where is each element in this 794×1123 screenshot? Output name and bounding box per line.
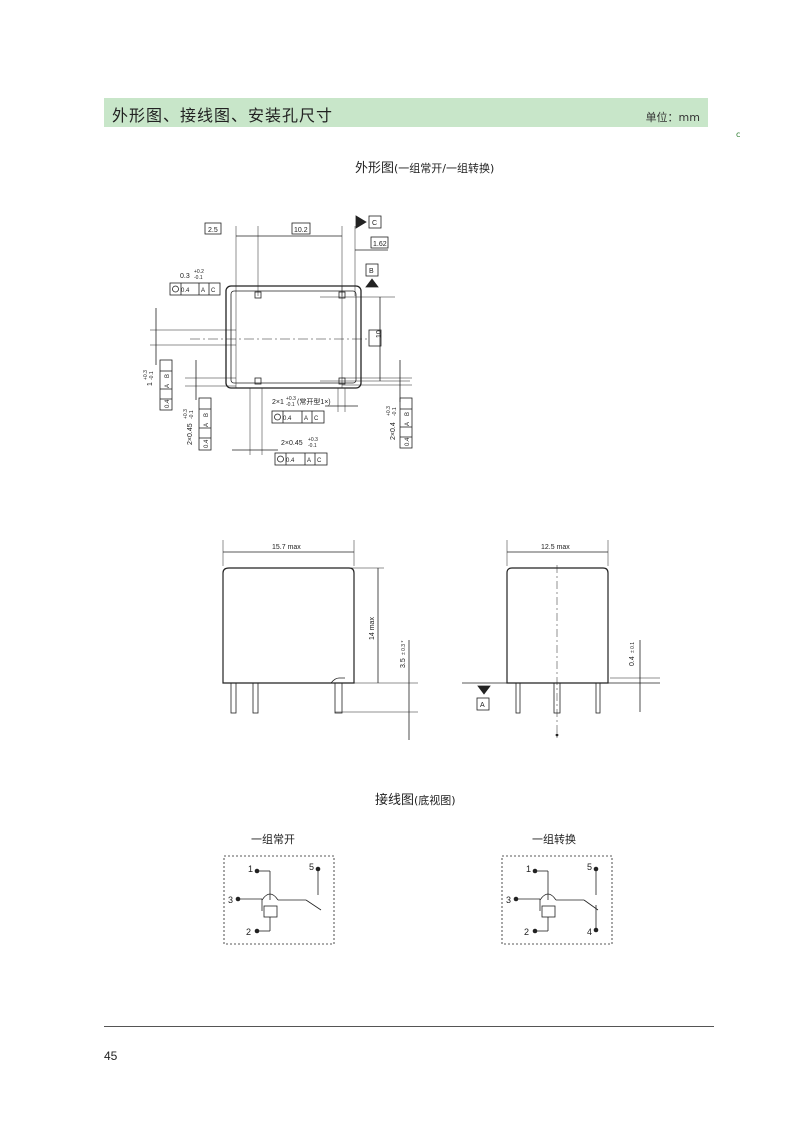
top-view-drawing <box>150 215 413 466</box>
left-dim-2-dn: -0.1 <box>189 410 195 419</box>
right-dim-up: +0.3 <box>386 406 392 416</box>
right-dim-dn: -0.1 <box>392 407 398 416</box>
top-view-labels: 2.5 10.2 1.62 C B 10 0.3 +0.2 -0.1 0.4 A… <box>143 220 411 464</box>
bottom-dim-1: 2×1 <box>272 399 284 406</box>
fcf-ref-b-6: B <box>405 412 411 416</box>
datum-a: A <box>480 702 485 709</box>
front-pin-len-tol: ± 0.3 * <box>401 641 407 655</box>
fcf-ref-a-5: A <box>204 423 210 427</box>
fcf-ref-a-2: A <box>304 416 308 422</box>
wiring-right-title: 一组转换 <box>532 833 576 846</box>
right-pin-2: 2 <box>524 927 529 937</box>
dim-1-62: 1.62 <box>373 241 387 248</box>
outline-caption: 外形图(一组常开/一组转换) <box>355 157 494 176</box>
right-pin-3: 3 <box>506 895 511 905</box>
left-pin-3: 3 <box>228 895 233 905</box>
unit-label: 单位：mm <box>645 111 700 124</box>
bottom-dim-1-up: +0.3 <box>286 396 296 402</box>
left-dim-1: 1 <box>147 382 154 386</box>
section-title: 外形图、接线图、安装孔尺寸 <box>112 106 334 125</box>
right-dim: 2×0.4 <box>390 422 397 440</box>
wiring-diagram-normally-open <box>223 855 335 945</box>
side-width: 12.5 max <box>541 544 570 551</box>
bottom-dim-2-up: +0.3 <box>308 437 318 443</box>
fcf-ref-b-5: B <box>204 413 210 417</box>
fcf-value-1: 0.4 <box>181 288 190 294</box>
left-pin-5: 5 <box>309 862 314 872</box>
front-view-drawing <box>222 540 418 740</box>
page-number: 45 <box>104 1049 118 1063</box>
dim-2-5: 2.5 <box>208 227 218 234</box>
fcf-ref-c-3: C <box>317 458 322 464</box>
side-pin-dim-tol: ± 0.1 <box>630 642 636 653</box>
fcf-value-5: 0.4 <box>204 439 210 448</box>
section-header-bar: 外形图、接线图、安装孔尺寸 单位：mm <box>104 98 708 127</box>
fcf-value-3: 0.4 <box>286 458 295 464</box>
wiring-diagram-changeover <box>501 855 613 945</box>
hole-tol-dn: -0.1 <box>194 275 203 281</box>
fcf-ref-b-4: B <box>165 374 171 378</box>
footer-divider <box>104 1026 714 1027</box>
fcf-value-6: 0.4 <box>405 437 411 446</box>
fcf-ref-a-3: A <box>307 458 311 464</box>
bottom-dim-2-dn: -0.1 <box>308 443 317 449</box>
side-view-labels: 12.5 max 0.4 ± 0.1 A <box>480 544 636 709</box>
right-pin-1: 1 <box>526 864 531 874</box>
left-dim-1-up: +0.3 <box>143 370 149 380</box>
datum-b: B <box>369 268 374 275</box>
fcf-ref-a-1: A <box>201 288 205 294</box>
side-view-drawing <box>462 540 660 740</box>
bottom-dim-2: 2×0.45 <box>281 440 303 447</box>
left-dim-1-dn: -0.1 <box>149 371 155 380</box>
wiring-left-title: 一组常开 <box>251 833 295 846</box>
right-pin-4: 4 <box>587 927 592 937</box>
fcf-ref-a-4: A <box>165 384 171 388</box>
fcf-value-4: 0.4 <box>165 399 171 408</box>
fcf-value-2: 0.4 <box>283 416 292 422</box>
front-width: 15.7 max <box>272 544 301 551</box>
bottom-dim-1-note: (常开型1×) <box>297 397 331 406</box>
outline-caption-main: 外形图 <box>355 161 395 176</box>
wiring-caption: 接线图(底视图) <box>375 789 456 808</box>
wiring-caption-main: 接线图 <box>375 793 415 808</box>
fcf-ref-c-1: C <box>211 288 216 294</box>
front-height: 14 max <box>369 617 376 640</box>
datum-c: C <box>372 220 377 227</box>
wiring-caption-sub: (底视图) <box>414 794 456 807</box>
side-pin-dim: 0.4 <box>629 656 636 666</box>
front-pin-len: 3.5 <box>400 658 407 668</box>
left-dim-2: 2×0.45 <box>187 423 194 445</box>
fcf-ref-c-2: C <box>314 416 319 422</box>
front-view-labels: 15.7 max 14 max 3.5 ± 0.3 * <box>272 544 407 668</box>
left-pin-2: 2 <box>246 927 251 937</box>
dim-10-2: 10.2 <box>294 227 308 234</box>
wiring-pin-labels: 1 2 3 5 1 2 3 4 5 <box>228 862 592 937</box>
outline-caption-sub: (一组常开/一组转换) <box>394 162 495 175</box>
right-pin-5: 5 <box>587 862 592 872</box>
bottom-dim-1-dn: -0.1 <box>286 402 295 408</box>
corner-mark: c <box>736 130 741 139</box>
left-pin-1: 1 <box>248 864 253 874</box>
hole-tol-up: +0.2 <box>194 269 204 275</box>
hole-tol: 0.3 <box>180 273 190 280</box>
fcf-ref-a-6: A <box>405 422 411 426</box>
dim-10: 10 <box>376 330 383 338</box>
left-dim-2-up: +0.3 <box>183 409 189 419</box>
